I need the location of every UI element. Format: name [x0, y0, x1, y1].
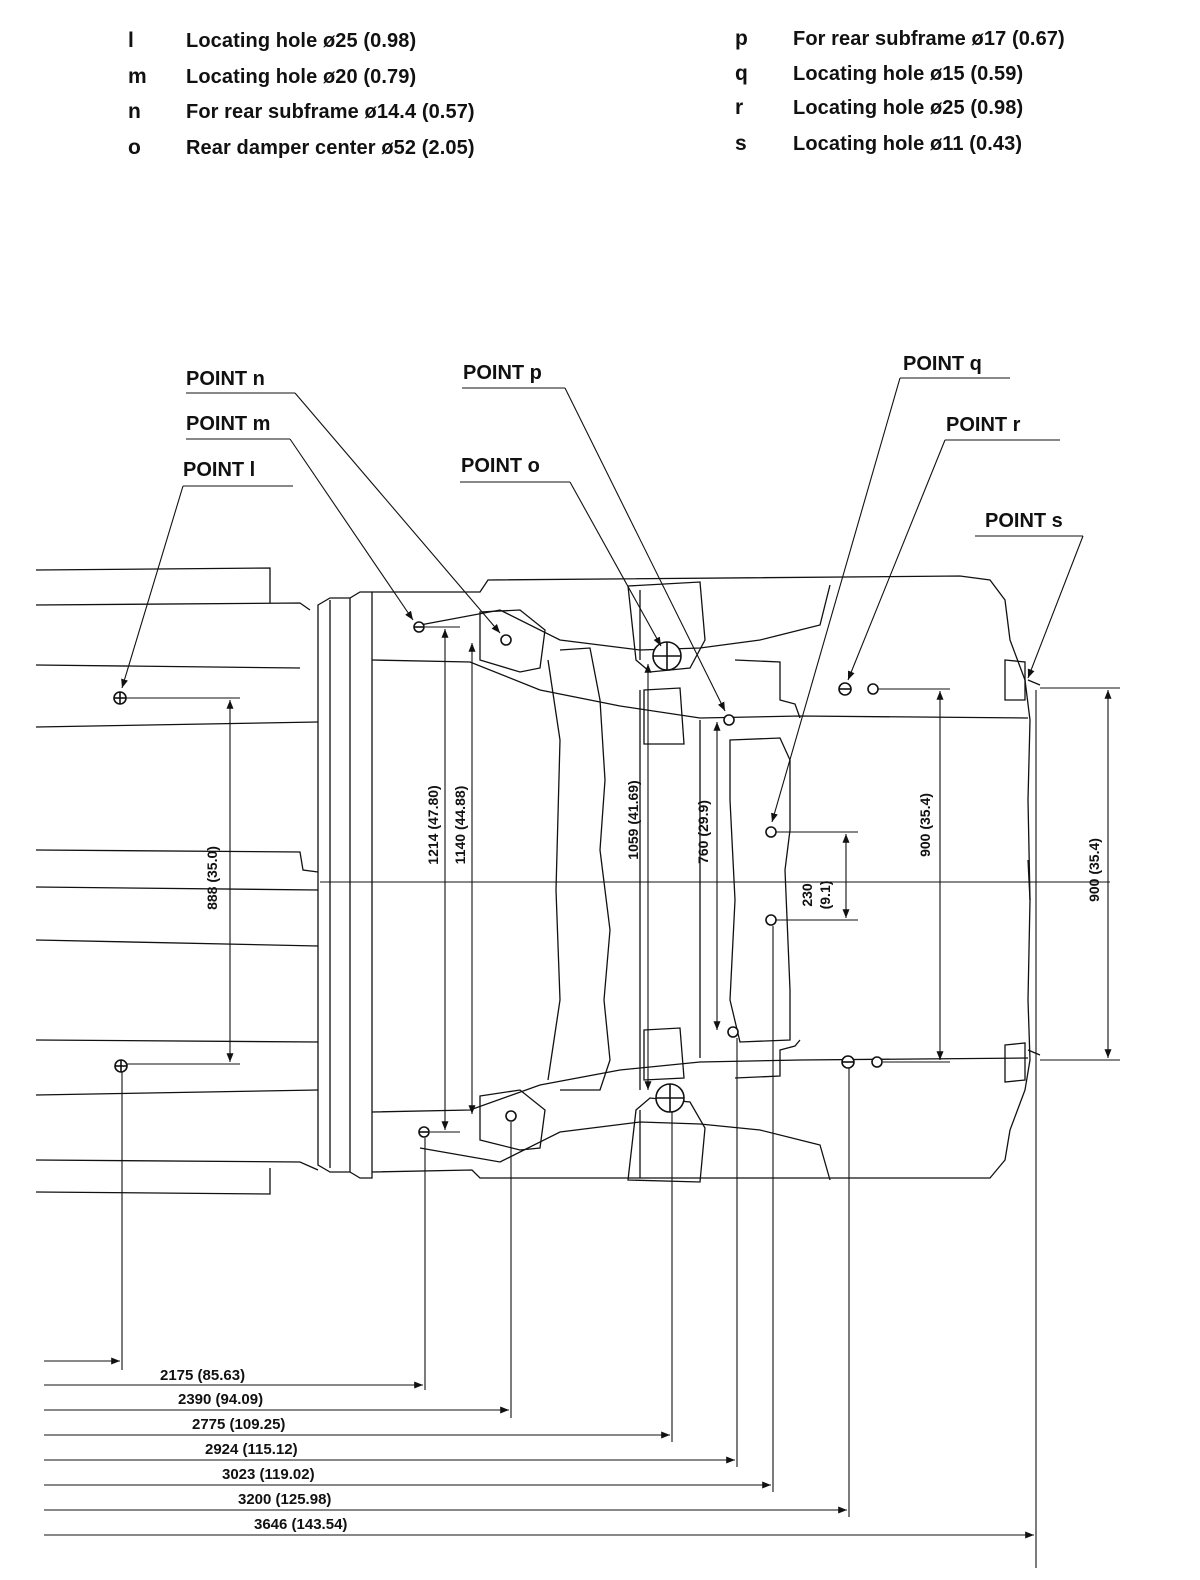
legend-text: Locating hole ø11 (0.43) — [793, 132, 1023, 155]
dim-760: 760 (29.9) — [695, 800, 711, 864]
dim-230: 230 — [799, 883, 815, 907]
legend-item-o: o Rear damper center ø52 (2.05) — [128, 133, 475, 163]
legend-key: r — [735, 96, 744, 119]
points — [113, 621, 883, 1138]
legend-key: o — [128, 136, 141, 159]
hole-o-lower — [655, 1083, 685, 1113]
legend: l Locating hole ø25 (0.98) m Locating ho… — [0, 26, 1200, 186]
legend-key: l — [128, 29, 134, 52]
dim-2390: 2390 (94.09) — [178, 1391, 263, 1408]
legend-item-n: n For rear subframe ø14.4 (0.57) — [128, 97, 475, 127]
point-label-p: POINT p — [463, 362, 542, 384]
legend-text: Rear damper center ø52 (2.05) — [186, 136, 475, 159]
point-label-m: POINT m — [186, 413, 270, 435]
hole-r-upper — [838, 682, 879, 696]
legend-item-q: q Locating hole ø15 (0.59) — [735, 59, 1023, 89]
horizontal-dimensions — [44, 690, 1037, 1568]
legend-key: n — [128, 100, 141, 123]
legend-item-l: l Locating hole ø25 (0.98) — [128, 26, 416, 56]
leader-lines — [121, 377, 1084, 823]
legend-key: s — [735, 132, 747, 155]
legend-item-p: p For rear subframe ø17 (0.67) — [735, 24, 1065, 54]
point-label-n: POINT n — [186, 368, 265, 390]
hole-p-upper — [723, 714, 735, 726]
hole-q-upper — [765, 826, 777, 838]
point-label-s: POINT s — [985, 510, 1063, 532]
legend-text: Locating hole ø20 (0.79) — [186, 65, 417, 88]
legend-key: p — [735, 27, 748, 50]
legend-key: m — [128, 65, 147, 88]
dim-1140: 1140 (44.88) — [452, 786, 468, 865]
dim-2175: 2175 (85.63) — [160, 1367, 245, 1384]
body-outline — [35, 567, 1041, 1195]
dim-900-inner: 900 (35.4) — [917, 793, 933, 857]
legend-text: For rear subframe ø14.4 (0.57) — [186, 100, 475, 123]
hole-n-lower — [505, 1110, 517, 1122]
legend-text: For rear subframe ø17 (0.67) — [793, 27, 1065, 50]
dim-2775: 2775 (109.25) — [192, 1416, 285, 1433]
hole-l-upper — [113, 691, 127, 705]
dim-2924: 2924 (115.12) — [205, 1441, 298, 1458]
dim-1059: 1059 (41.69) — [625, 780, 641, 859]
dim-888: 888 (35.0) — [204, 846, 220, 910]
dim-3200: 3200 (125.98) — [238, 1491, 331, 1508]
legend-text: Locating hole ø25 (0.98) — [186, 29, 417, 52]
legend-item-r: r Locating hole ø25 (0.98) — [735, 93, 1023, 123]
hole-o-upper — [652, 641, 682, 671]
point-label-r: POINT r — [946, 414, 1021, 436]
hole-n-upper — [500, 634, 512, 646]
dim-3023: 3023 (119.02) — [222, 1466, 315, 1483]
vertical-dimensions — [126, 626, 1120, 1133]
hole-p-lower — [727, 1026, 739, 1038]
hole-r-lower — [841, 1055, 883, 1069]
hole-m-lower — [418, 1126, 430, 1138]
legend-text: Locating hole ø25 (0.98) — [793, 96, 1024, 119]
hole-q-lower — [765, 914, 777, 926]
legend-item-s: s Locating hole ø11 (0.43) — [735, 129, 1022, 159]
legend-text: Locating hole ø15 (0.59) — [793, 62, 1024, 85]
legend-item-m: m Locating hole ø20 (0.79) — [128, 62, 416, 92]
dim-900-outer: 900 (35.4) — [1086, 838, 1102, 902]
legend-key: q — [735, 62, 748, 85]
point-label-o: POINT o — [461, 455, 540, 477]
hole-m-upper — [413, 621, 425, 633]
dim-230-inch: (9.1) — [817, 881, 833, 910]
point-label-l: POINT l — [183, 459, 255, 481]
dim-3646: 3646 (143.54) — [254, 1516, 347, 1533]
hole-l-lower — [114, 1059, 128, 1073]
point-label-q: POINT q — [903, 353, 982, 375]
dim-1214: 1214 (47.80) — [425, 785, 441, 864]
